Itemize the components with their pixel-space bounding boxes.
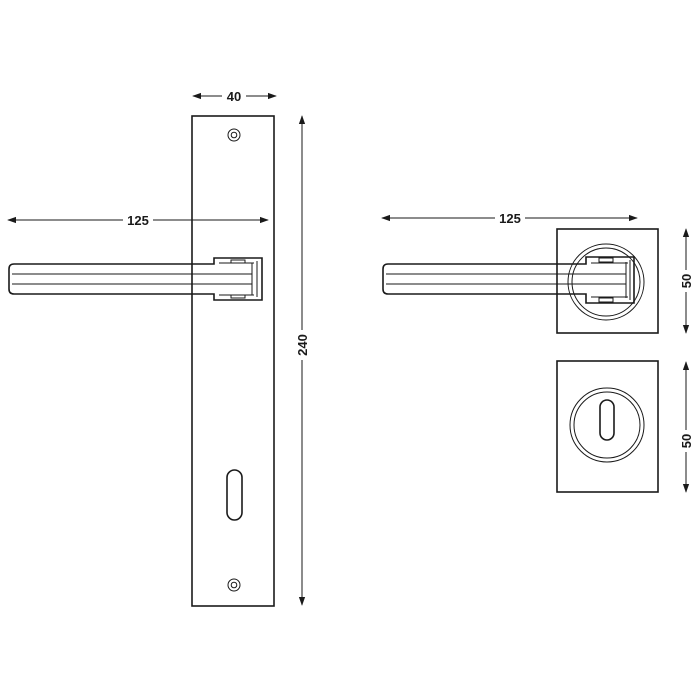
dimension-lever-length-left: 125 — [7, 212, 269, 228]
keyhole-slot — [226, 469, 243, 521]
lever-handle-right — [382, 256, 635, 304]
dimension-escutcheon-height: 50 — [678, 361, 694, 493]
dimension-label-lever-length-left: 125 — [127, 213, 149, 228]
lever-handle-left — [8, 257, 263, 301]
dimension-rose-height: 50 — [678, 228, 694, 334]
dimension-label-lever-length-right: 125 — [499, 211, 521, 226]
escutcheon-keyhole — [599, 399, 615, 441]
dimension-backplate-width: 40 — [192, 88, 277, 104]
square-rose — [556, 228, 659, 334]
dimension-lever-length-right: 125 — [381, 210, 638, 226]
screw-hole-bottom — [227, 578, 241, 592]
escutcheon-view: 50 — [556, 360, 694, 493]
rose-view: 125 50 — [381, 210, 694, 334]
dimension-backplate-height: 240 — [294, 115, 310, 606]
dimension-label-rose-height: 50 — [679, 274, 694, 288]
dimension-label-backplate-width: 40 — [227, 89, 241, 104]
backplate — [191, 115, 275, 607]
dimension-label-backplate-height: 240 — [295, 334, 310, 356]
backplate-view: 40 125 240 — [7, 88, 310, 607]
dimension-label-escutcheon-height: 50 — [679, 434, 694, 448]
square-escutcheon — [556, 360, 659, 493]
screw-hole-top — [227, 128, 241, 142]
